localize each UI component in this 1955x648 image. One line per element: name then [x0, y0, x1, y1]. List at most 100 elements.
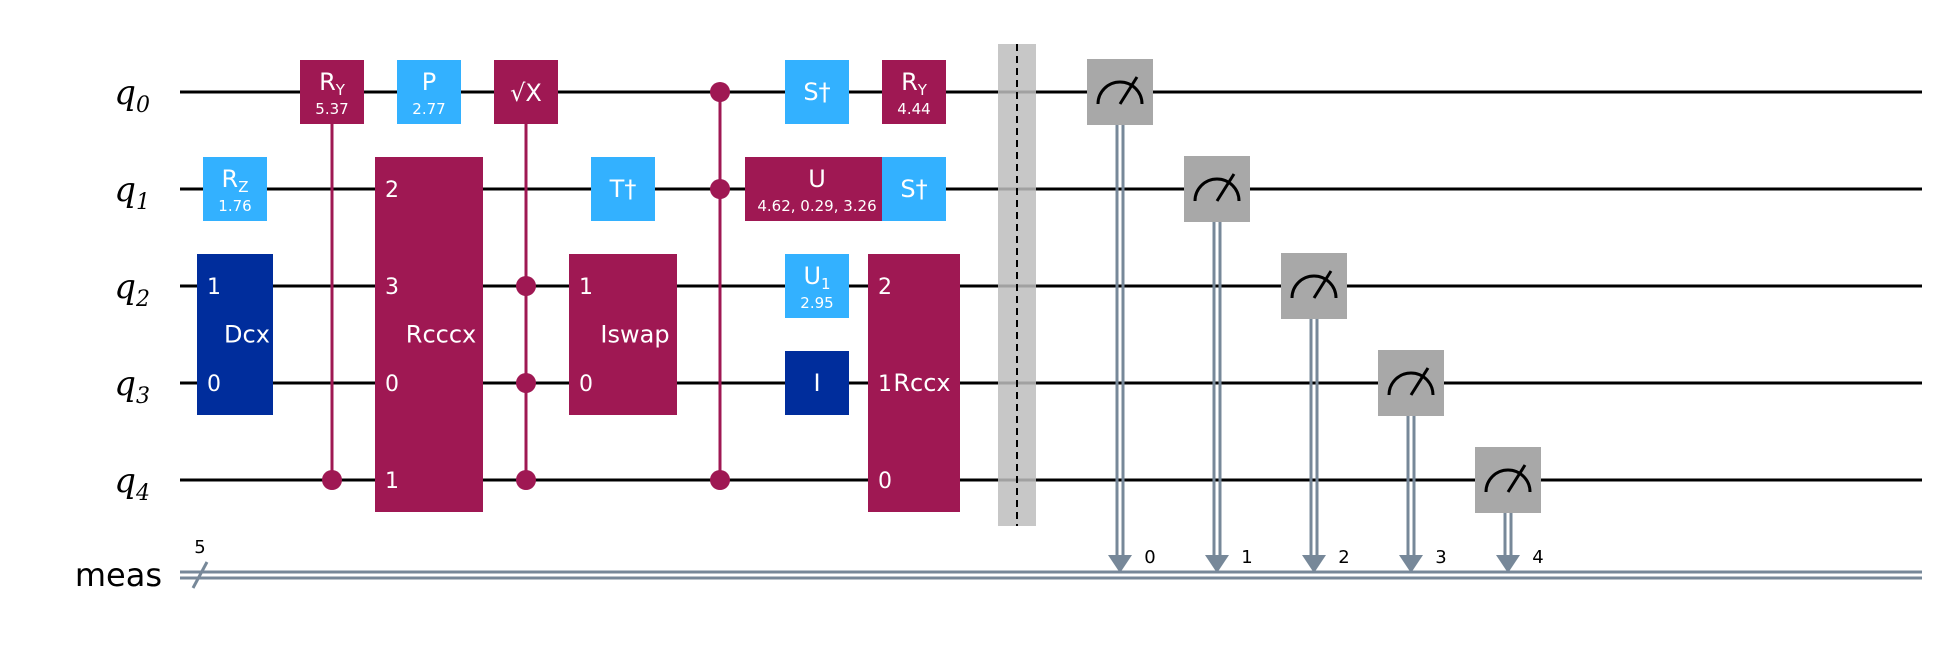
gate-name: S† [900, 175, 927, 203]
gate-port-label: 0 [385, 372, 399, 397]
gate-port-label: 1 [878, 372, 892, 397]
gate-box [882, 60, 946, 124]
gate-label: U1 [803, 262, 830, 293]
qubit-label-base: q [114, 267, 136, 307]
meter-icon [1484, 468, 1532, 493]
measure-arrow [1205, 555, 1229, 573]
multi-qubit-gate-box [569, 254, 677, 415]
gate-name: U [808, 165, 826, 193]
classical-register-label: meas [75, 556, 162, 594]
qubit-label: q3 [114, 364, 150, 409]
meter-needle [1118, 76, 1139, 105]
meter-needle [1506, 464, 1527, 493]
gate-box [203, 157, 267, 221]
gate-label: U [808, 165, 826, 193]
qubit-label-base: q [114, 364, 136, 404]
gate-label: RY [901, 68, 928, 99]
gate-parameter: 2.77 [412, 100, 445, 118]
gate-name: R [319, 68, 336, 96]
gate-label: P [422, 68, 436, 96]
meter-icon [1387, 371, 1435, 396]
gate-name: U [803, 262, 821, 290]
gate-port-label: 3 [385, 275, 399, 300]
measure-arrow [1496, 555, 1520, 573]
gate-name: Rccx [893, 369, 950, 397]
classical-bit-label: 2 [1338, 547, 1349, 568]
qubit-label-base: q [114, 461, 136, 501]
multi-qubit-gate-box [197, 254, 273, 415]
meter-icon [1193, 177, 1241, 202]
gate-box [785, 254, 849, 318]
classical-bit-label: 1 [1241, 547, 1252, 568]
gate-port-label: 0 [878, 469, 892, 494]
qubit-label-index: 1 [136, 190, 150, 215]
gate-name: R [901, 68, 918, 96]
gate-name: √X [510, 79, 542, 107]
qubit-label-base: q [114, 73, 136, 113]
gate-box [591, 157, 655, 221]
control-dot [516, 470, 536, 490]
gate-subscript: Y [917, 81, 928, 99]
measure-box [1087, 59, 1153, 125]
meter-needle [1312, 270, 1333, 299]
gate-name: R [222, 165, 239, 193]
gate-name: I [813, 369, 820, 397]
qubit-label-index: 3 [136, 384, 150, 409]
classical-bit-label: 0 [1144, 547, 1155, 568]
gate-name: Iswap [600, 321, 669, 349]
qubit-label-index: 4 [135, 481, 150, 506]
gate-box [494, 60, 558, 124]
meter-needle [1215, 173, 1236, 202]
multi-qubit-gate-box [868, 254, 960, 512]
gate-box [745, 157, 889, 221]
qubit-label: q2 [114, 267, 150, 312]
gate-parameter: 1.76 [218, 197, 251, 215]
qubit-label: q1 [114, 170, 150, 215]
gate-name: P [422, 68, 436, 96]
gate-label: RZ [222, 165, 249, 196]
meter-icon [1290, 274, 1338, 299]
gate-port-label: 1 [207, 275, 221, 300]
gate-label: S† [803, 78, 830, 106]
meter-needle [1409, 367, 1430, 396]
bus-slash [191, 561, 209, 589]
gate-port-label: 2 [878, 275, 892, 300]
gate-port-label: 0 [207, 372, 221, 397]
gate-port-label: 1 [385, 469, 399, 494]
measure-box [1184, 156, 1250, 222]
measure-box [1475, 447, 1541, 513]
qubit-label: q0 [114, 73, 150, 118]
measure-arrow [1399, 555, 1423, 573]
gate-label: √X [510, 79, 542, 107]
gate-parameter: 2.95 [800, 294, 833, 312]
control-dot [710, 82, 730, 102]
qubit-label: q4 [114, 461, 150, 506]
gate-port-label: 0 [579, 372, 593, 397]
gate-subscript: Z [238, 178, 248, 196]
measure-box [1281, 253, 1347, 319]
gate-name: S† [803, 78, 830, 106]
gate-box [882, 157, 946, 221]
measure-box [1378, 350, 1444, 416]
gate-port-label: 2 [385, 178, 399, 203]
gate-name: T† [609, 175, 637, 203]
gate-box [397, 60, 461, 124]
measure-arrow [1302, 555, 1326, 573]
gate-label: S† [900, 175, 927, 203]
gate-box [300, 60, 364, 124]
qubit-label-index: 2 [135, 287, 150, 312]
gate-subscript: 1 [821, 275, 831, 293]
gate-parameter: 4.44 [897, 100, 930, 118]
qubit-label-index: 0 [136, 93, 150, 118]
gate-label: I [813, 369, 820, 397]
classical-register-size: 5 [194, 537, 205, 558]
gate-label: T† [609, 175, 637, 203]
gate-name: Dcx [224, 321, 270, 349]
control-dot [516, 373, 536, 393]
gate-box [785, 60, 849, 124]
gate-label: RY [319, 68, 346, 99]
gate-subscript: Y [335, 81, 346, 99]
measure-arrow [1108, 555, 1132, 573]
gate-box [785, 351, 849, 415]
gate-port-label: 1 [579, 275, 593, 300]
